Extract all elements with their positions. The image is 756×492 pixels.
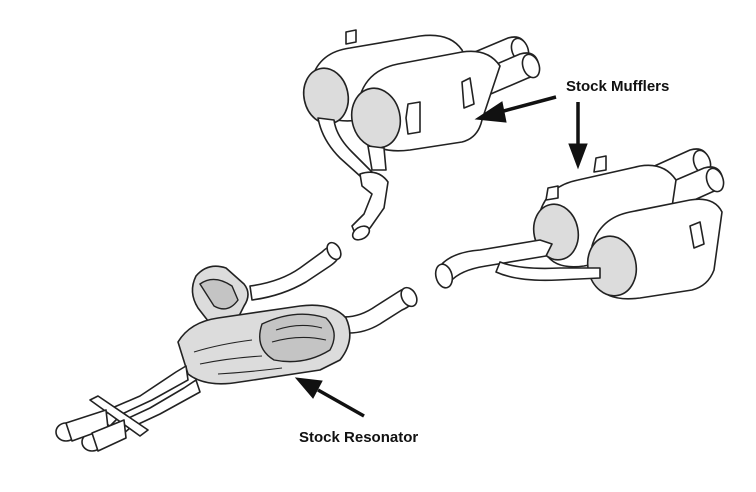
resonator-assembly: [55, 241, 418, 452]
arrow-to-right-muffler: [568, 102, 588, 170]
stock-resonator-label: Stock Resonator: [299, 429, 419, 446]
stock-mufflers-label: Stock Mufflers: [566, 78, 670, 95]
arrow-to-left-muffler: [474, 95, 557, 123]
right-muffler-assembly: [434, 148, 725, 300]
arrow-to-resonator: [294, 377, 365, 418]
left-muffler-assembly: [302, 29, 541, 241]
